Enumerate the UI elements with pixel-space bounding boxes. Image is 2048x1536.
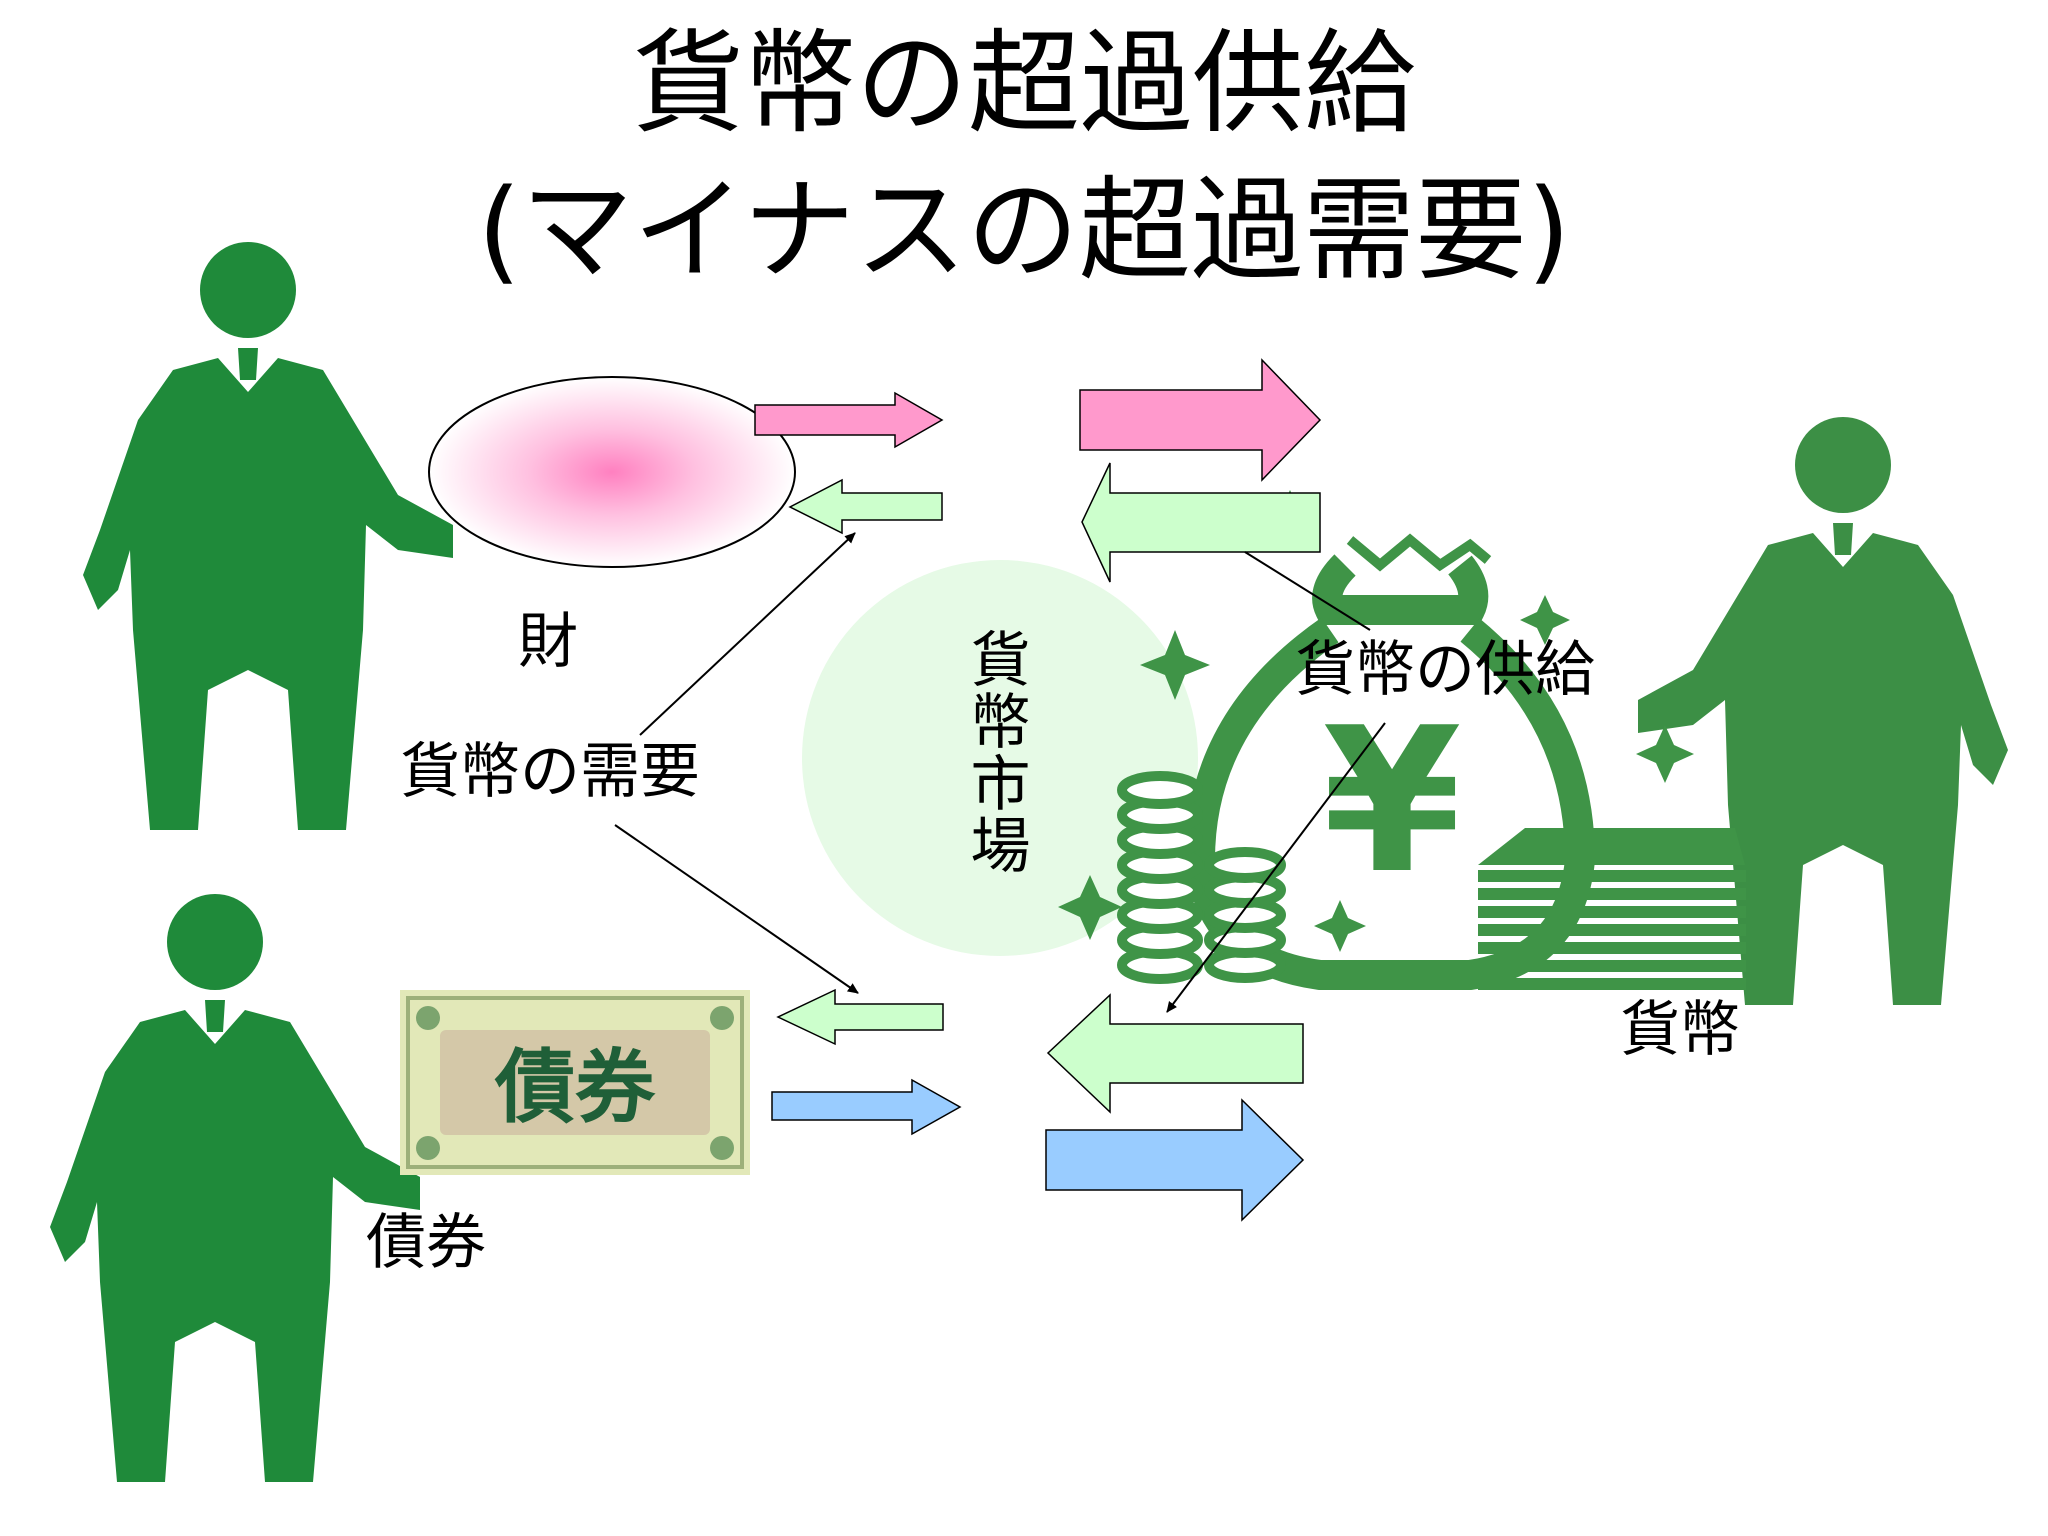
supply-pointer-down [1166,722,1386,1013]
coin-stack-icon [1117,771,1286,984]
goods-supply-arrow-small [754,391,944,449]
money-market-circle [802,560,1198,956]
yen-icon: ¥ [1322,685,1461,918]
person-icon [83,242,453,830]
bond-ticket-icon: 債券 [400,990,750,1175]
money-market-label: 貨幣市場 [960,628,1030,876]
money-supply-label: 貨幣の供給 [1295,635,1595,705]
page-title: 貨幣の超過供給 [632,19,1416,149]
goods-label: 財 [518,607,578,677]
demand-pointer-down [614,824,859,994]
money-arrow-small-top [788,478,943,535]
goods-ellipse-icon [428,376,796,568]
money-demand-label: 貨幣の需要 [400,737,700,807]
bond-ticket-label: 債券 [494,1041,656,1134]
bond-label: 債券 [366,1208,486,1278]
money-arrow-small-bottom [776,988,944,1046]
supply-pointer-up [1244,551,1371,631]
page-subtitle: (マイナスの超過需要) [477,166,1571,296]
banknote-stack-icon [1478,828,1746,990]
money-arrow-large-top [1081,462,1321,583]
bond-arrow-large [1045,1098,1305,1222]
bond-arrow-small [771,1078,962,1136]
demand-pointer-up [639,532,856,736]
person-icon [50,894,420,1482]
money-label: 貨幣 [1620,995,1740,1065]
money-bag-icon [1184,533,1596,990]
money-arrow-large-bottom [1046,993,1304,1114]
goods-supply-arrow-large [1079,358,1322,482]
